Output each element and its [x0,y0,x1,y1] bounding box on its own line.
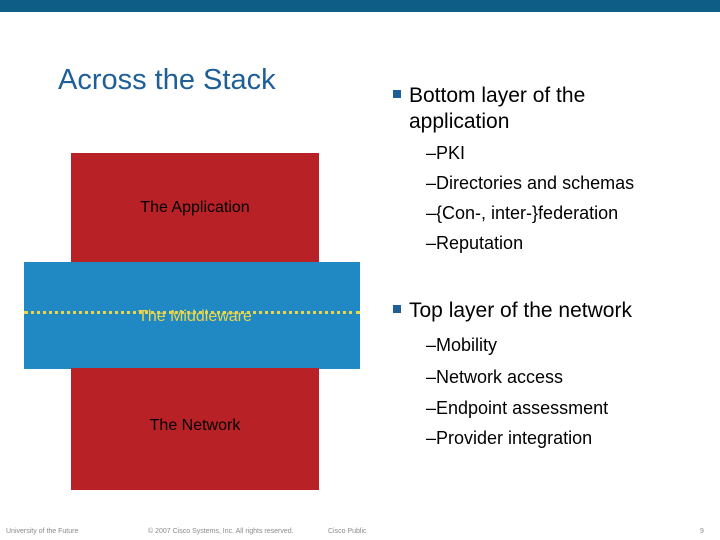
middleware-dotted-line [24,311,360,314]
application-label: The Application [140,199,250,216]
network-label: The Network [149,417,241,434]
bullet-text: Bottom layer of the [409,84,586,107]
footer-copyright: © 2007 Cisco Systems, Inc. All rights re… [148,528,294,535]
bullet-square-icon [393,90,401,98]
sub-bullet: –Network access [426,367,564,387]
sub-bullet: –Mobility [426,335,498,355]
middleware-layer-band [24,262,360,369]
page-number: 9 [700,528,704,535]
footer-left: University of the Future [6,528,79,535]
sub-bullet: –{Con-, inter-}federation [426,203,619,223]
sub-bullet: –Reputation [426,233,524,253]
bullet-network: Top layer of the network [393,298,693,324]
bullet-text: Top layer of the network [409,299,632,322]
top-banner [0,0,720,12]
application-layer-block [71,153,319,263]
bullet-application: Bottom layer of the application [393,83,693,135]
sub-bullet: –Endpoint assessment [426,398,609,418]
bullet-text-continued: application [409,110,510,133]
sub-bullet: –PKI [426,143,466,163]
sub-bullet: –Directories and schemas [426,173,635,193]
middleware-label: The Middleware [138,308,252,325]
slide-title: Across the Stack [58,64,276,96]
footer-classification: Cisco Public [328,528,367,535]
sub-bullet: –Provider integration [426,428,593,448]
network-layer-block [71,368,319,490]
bullet-square-icon [393,305,401,313]
